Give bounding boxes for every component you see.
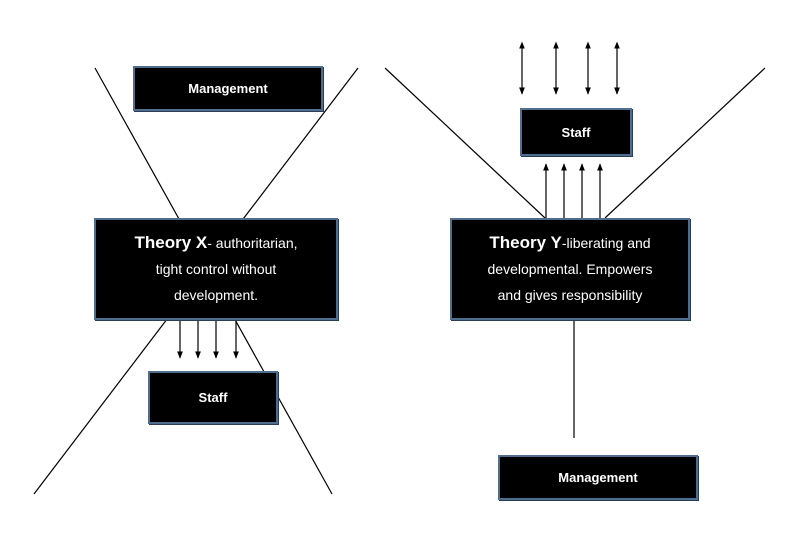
theory-y-box: Theory Y-liberating and developmental. E… [450,218,690,320]
x-down-arrows [177,320,239,359]
theory-y-title-rest: -liberating and [561,235,651,251]
y-management-box: Management [498,455,698,500]
y-staff-label: Staff [561,124,591,140]
x-management-label: Management [188,81,268,96]
theory-x-title-rest: - authoritarian, [207,235,298,251]
x-staff-label: Staff [198,390,228,405]
theory-x-line-2: tight control without [155,261,277,277]
theory-x-title-line: Theory X- authoritarian, [134,230,297,256]
y-staff-box: Staff [520,108,632,156]
theory-x-line-3: development. [173,287,259,303]
theory-y-line-2: developmental. Empowers [487,261,653,277]
theory-y-line-3: and gives responsibility [497,287,643,303]
y-diagonal-line-left [384,67,546,219]
theory-y-title: Theory Y [489,233,562,252]
x-management-box: Management [133,66,323,111]
x-staff-box: Staff [148,371,278,424]
theory-x-box: Theory X- authoritarian, tight control w… [94,218,338,320]
y-double-arrows [519,41,620,95]
y-management-label: Management [558,470,638,485]
y-diagonal-line-right [604,67,766,219]
theory-y-title-line: Theory Y-liberating and [489,230,650,256]
y-up-arrows [543,163,603,218]
theory-x-title: Theory X [134,233,208,252]
